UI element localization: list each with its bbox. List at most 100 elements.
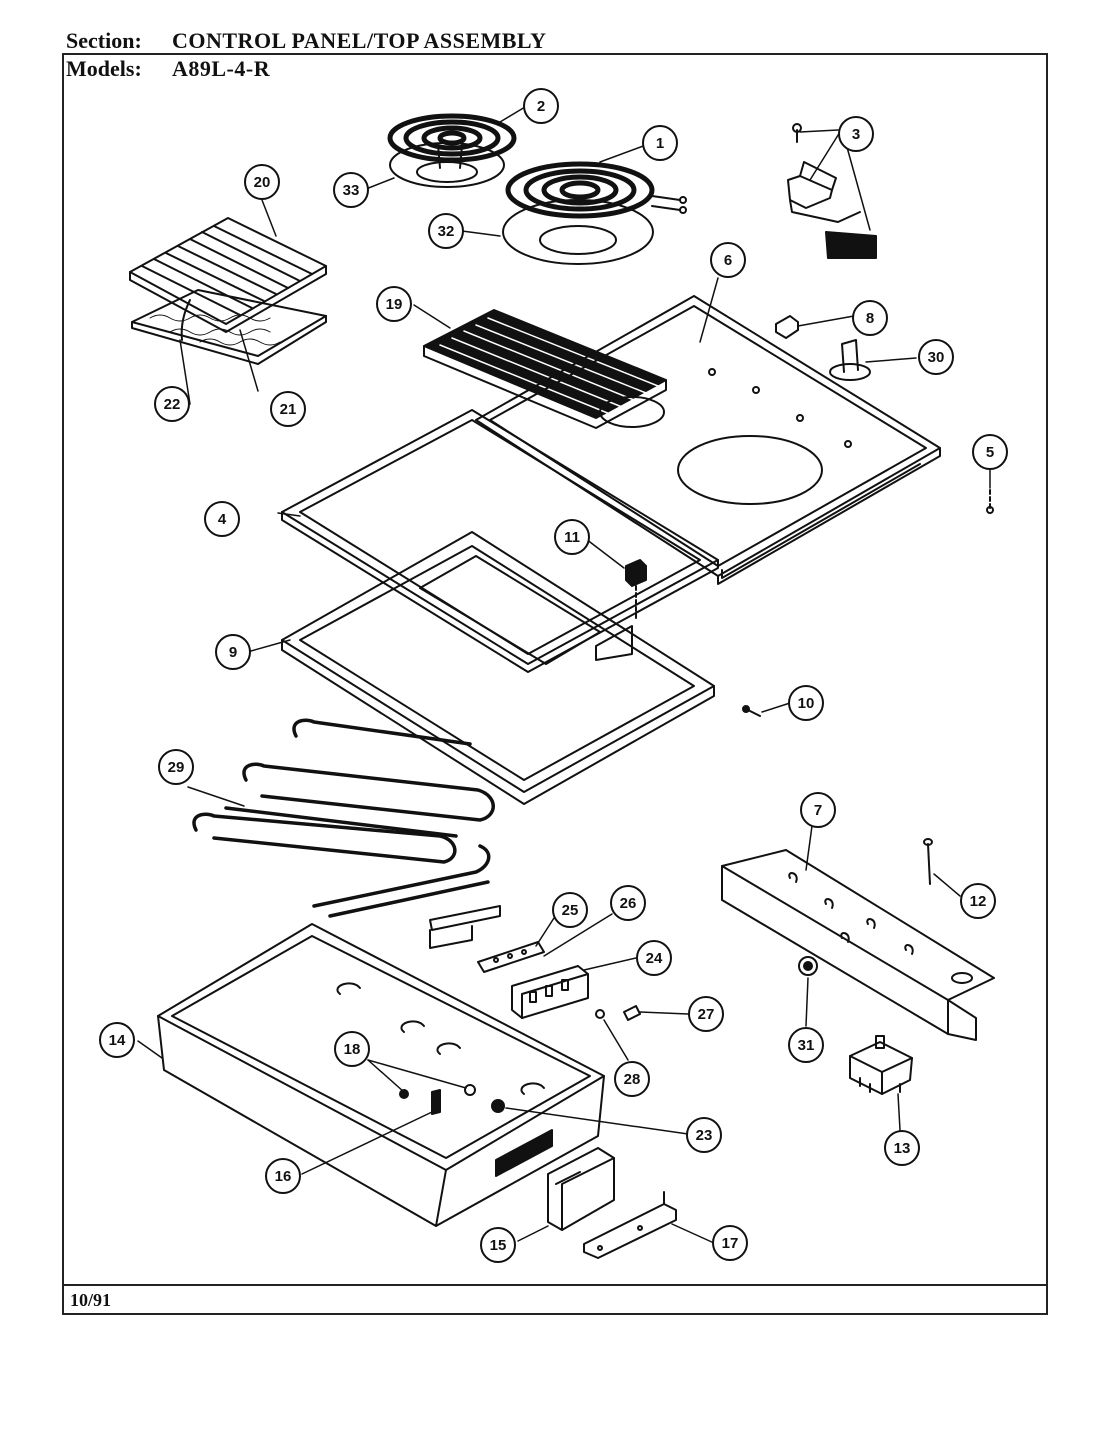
vent-grille xyxy=(423,309,667,429)
control-bracket xyxy=(547,1147,615,1231)
grill-cover-liner xyxy=(131,289,327,365)
callout-number: 7 xyxy=(814,802,822,819)
callout-25: 25 xyxy=(552,892,588,928)
callout-circle xyxy=(554,519,590,555)
callout-circle xyxy=(788,1027,824,1063)
callout-circle xyxy=(158,749,194,785)
revision-date: 10/91 xyxy=(70,1290,112,1310)
models-label: Models: xyxy=(66,56,142,81)
callout-number: 30 xyxy=(928,349,945,366)
callout-number: 8 xyxy=(866,310,874,327)
callout-circle xyxy=(270,391,306,427)
callout-number: 17 xyxy=(722,1235,739,1252)
callout-number: 24 xyxy=(646,950,663,967)
indicator-switch xyxy=(625,559,647,621)
callout-28: 28 xyxy=(614,1061,650,1097)
callout-number: 12 xyxy=(970,893,987,910)
grill-pan-body xyxy=(157,923,605,1227)
callout-circle xyxy=(154,386,190,422)
callout-15: 15 xyxy=(480,1227,516,1263)
callout-number: 5 xyxy=(986,444,994,461)
callout-circle xyxy=(918,339,954,375)
callout-circle xyxy=(334,1031,370,1067)
callout-3: 3 xyxy=(838,116,874,152)
callout-number: 33 xyxy=(343,182,360,199)
callout-8: 8 xyxy=(852,300,888,336)
callout-circle xyxy=(884,1130,920,1166)
footer-divider xyxy=(62,1284,1048,1286)
infinite-switch xyxy=(849,1035,913,1095)
callout-number: 26 xyxy=(620,895,637,912)
callout-circle xyxy=(788,685,824,721)
drip-tray xyxy=(281,531,715,805)
washer xyxy=(595,1009,605,1019)
callout-number: 1 xyxy=(656,135,664,152)
callout-number: 25 xyxy=(562,902,579,919)
callout-1: 1 xyxy=(642,125,678,161)
callout-number: 28 xyxy=(624,1071,641,1088)
callout-26: 26 xyxy=(610,885,646,921)
callout-number: 2 xyxy=(537,98,545,115)
callout-circle xyxy=(636,940,672,976)
callout-20: 20 xyxy=(244,164,280,200)
callout-circle xyxy=(838,116,874,152)
terminal-block-cover xyxy=(477,941,545,973)
callout-circle xyxy=(614,1061,650,1097)
callout-number: 9 xyxy=(229,644,237,661)
callout-circle xyxy=(215,634,251,670)
callout-number: 6 xyxy=(724,252,732,269)
tray-screw xyxy=(742,705,761,717)
callout-number: 23 xyxy=(696,1127,713,1144)
callout-18: 18 xyxy=(334,1031,370,1067)
grill-heating-element xyxy=(192,718,501,949)
callout-6: 6 xyxy=(710,242,746,278)
callout-number: 27 xyxy=(698,1006,715,1023)
callout-circle xyxy=(523,88,559,124)
callout-number: 15 xyxy=(490,1237,507,1254)
callout-number: 31 xyxy=(798,1037,815,1054)
spring-clip xyxy=(623,1005,641,1021)
pan-bracket xyxy=(399,1084,505,1115)
callout-number: 3 xyxy=(852,126,860,143)
receptacle-assembly xyxy=(787,123,877,259)
large-surface-element-and-drip-pan xyxy=(502,161,687,265)
callout-circle xyxy=(960,883,996,919)
terminal-block xyxy=(511,965,589,1019)
callout-circle xyxy=(99,1022,135,1058)
callout-23: 23 xyxy=(686,1117,722,1153)
callout-9: 9 xyxy=(215,634,251,670)
thermostat-knob xyxy=(798,956,818,976)
callout-16: 16 xyxy=(265,1158,301,1194)
callout-11: 11 xyxy=(554,519,590,555)
callout-number: 21 xyxy=(280,401,297,418)
callout-circle xyxy=(333,172,369,208)
callout-2: 2 xyxy=(523,88,559,124)
callout-number: 32 xyxy=(438,223,455,240)
section-label: Section: xyxy=(66,28,142,53)
callout-circle xyxy=(800,792,836,828)
control-panel-bracket xyxy=(721,849,995,1041)
callout-circle xyxy=(204,501,240,537)
callout-circle xyxy=(265,1158,301,1194)
model-number: A89L-4-R xyxy=(172,56,271,81)
callout-circle xyxy=(710,242,746,278)
small-surface-element-and-drip-pan xyxy=(387,113,517,188)
callout-33: 33 xyxy=(333,172,369,208)
diagram-frame xyxy=(62,53,1048,1315)
callout-30: 30 xyxy=(918,339,954,375)
callout-21: 21 xyxy=(270,391,306,427)
callout-19: 19 xyxy=(376,286,412,322)
callout-circle xyxy=(610,885,646,921)
callout-number: 14 xyxy=(109,1032,126,1049)
callout-12: 12 xyxy=(960,883,996,919)
callout-circle xyxy=(480,1227,516,1263)
callout-number: 18 xyxy=(344,1041,361,1058)
callout-number: 4 xyxy=(218,511,227,528)
section-title: CONTROL PANEL/TOP ASSEMBLY xyxy=(172,28,547,53)
callout-13: 13 xyxy=(884,1130,920,1166)
callout-number: 19 xyxy=(386,296,403,313)
callout-5: 5 xyxy=(972,434,1008,470)
callout-22: 22 xyxy=(154,386,190,422)
callout-number: 20 xyxy=(254,174,271,191)
